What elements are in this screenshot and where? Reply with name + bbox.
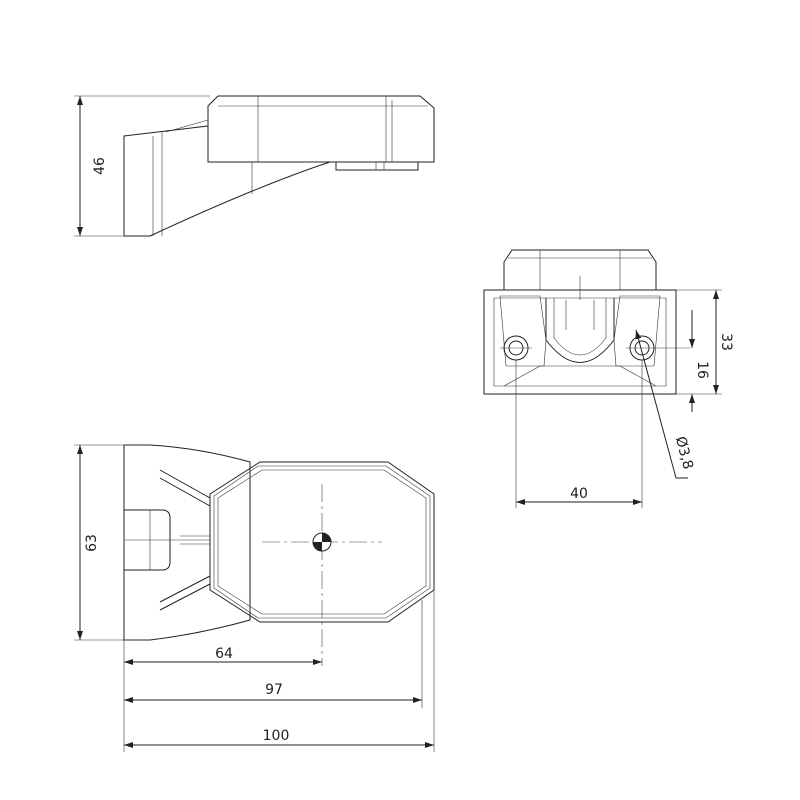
dim-64-label: 64 (215, 646, 233, 662)
dim-63-label: 63 (84, 534, 100, 552)
dim-hole-label: Ø3,8 (672, 435, 696, 471)
end-view: 40 33 16 Ø3,8 (483, 249, 734, 508)
dim-100-label: 100 (263, 728, 290, 744)
dim-40-label: 40 (570, 486, 588, 502)
top-view: 63 64 97 100 (74, 444, 435, 752)
dim-16-label: 16 (694, 361, 710, 379)
dim-33-label: 33 (718, 333, 734, 351)
dim-97-label: 97 (265, 682, 283, 698)
side-view: 46 (74, 95, 435, 237)
dim-46-label: 46 (92, 157, 108, 175)
